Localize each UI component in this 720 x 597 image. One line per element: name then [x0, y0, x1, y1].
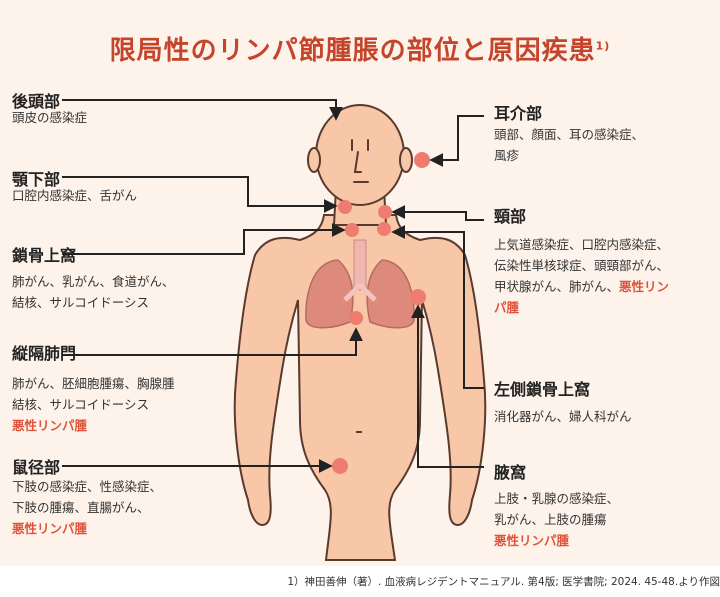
leader-lines: [62, 99, 484, 473]
label-supraclavicular: 鎖骨上窩: [12, 246, 77, 265]
right-lung: [366, 259, 415, 329]
body-illustration: [62, 99, 487, 561]
arrow-left-supraclavicular: [391, 225, 484, 389]
desc-cervical-line-2: 伝染性単核球症、頭頸部がん、: [494, 258, 670, 273]
desc-cervical-line-3: 甲状腺がん、肺がん、悪性リン: [494, 276, 669, 297]
node-axillary: [410, 289, 426, 305]
desc-cervical: 上気道感染症、口腔内感染症、 伝染性単核球症、頭頸部がん、 甲状腺がん、肺がん、…: [494, 234, 669, 318]
desc-supraclavicular-line-2: 結核、サルコイドーシス: [12, 295, 150, 310]
desc-occipital-line-1: 頭皮の感染症: [12, 110, 88, 125]
desc-axillary: 上肢・乳腺の感染症、 乳がん、上肢の腫瘍 悪性リンパ腫: [494, 488, 619, 551]
desc-supraclavicular-line-1: 肺がん、乳がん、食道がん、: [12, 274, 175, 289]
desc-cervical-line-1: 上気道感染症、口腔内感染症、: [494, 237, 670, 252]
left-ear: [307, 147, 321, 173]
desc-left-supraclavicular-line-1: 消化器がん、婦人科がん: [494, 409, 632, 424]
desc-auricular: 頭部、顔面、耳の感染症、 風疹: [494, 124, 644, 166]
arrow-mediastinal: [62, 327, 363, 356]
desc-submandibular-line-1: 口腔内感染症、舌がん: [12, 188, 138, 203]
desc-auricular-line-2: 風疹: [494, 148, 520, 163]
arrow-supraclavicular: [62, 223, 346, 255]
desc-mediastinal: 肺がん、胚細胞腫瘍、胸腺腫 結核、サルコイドーシス 悪性リンパ腫: [12, 373, 175, 436]
desc-auricular-line-1: 頭部、顔面、耳の感染症、: [494, 127, 645, 142]
arrow-submandibular: [62, 176, 338, 213]
left-lung: [305, 259, 354, 329]
head: [315, 104, 405, 206]
label-cervical: 頸部: [494, 207, 527, 226]
title-reference: 1): [595, 39, 611, 53]
page-title: 限局性のリンパ節腫脹の部位と原因疾患1): [0, 30, 720, 67]
face: [351, 139, 369, 183]
node-inguinal: [332, 458, 348, 474]
desc-left-supraclavicular: 消化器がん、婦人科がん: [494, 406, 632, 427]
arrow-auricular: [429, 115, 484, 167]
node-supraclavicular-right: [377, 222, 391, 236]
citation-footer: 1）神田善伸（著）. 血液病レジデントマニュアル. 第4版; 医学書院; 202…: [287, 576, 720, 588]
desc-inguinal-line-1: 下肢の感染症、性感染症、: [12, 479, 163, 494]
node-supraclavicular-left: [345, 223, 359, 237]
label-mediastinal: 縦隔肺門: [12, 344, 77, 363]
label-auricular: 耳介部: [494, 104, 543, 123]
node-submandibular-right: [378, 205, 392, 219]
bronchi: [343, 283, 377, 302]
desc-supraclavicular: 肺がん、乳がん、食道がん、 結核、サルコイドーシス: [12, 271, 175, 313]
trachea: [353, 239, 367, 291]
arrow-occipital: [62, 99, 343, 121]
arrow-axillary: [411, 304, 484, 468]
desc-occipital: 頭皮の感染症: [12, 107, 87, 128]
arrow-cervical: [391, 205, 484, 221]
title-text: 限局性のリンパ節腫脹の部位と原因疾患: [109, 36, 596, 66]
lymph-nodes: [332, 152, 430, 474]
label-axillary: 腋窩: [494, 463, 527, 482]
desc-mediastinal-malignant: 悪性リンパ腫: [12, 418, 88, 433]
desc-cervical-malignant-b: パ腫: [494, 300, 520, 315]
node-auricular: [414, 152, 430, 168]
desc-inguinal-malignant: 悪性リンパ腫: [12, 521, 88, 536]
node-submandibular-left: [338, 200, 352, 214]
right-ear: [399, 147, 413, 173]
label-left-supraclavicular: 左側鎖骨上窩: [494, 380, 591, 399]
desc-mediastinal-line-2: 結核、サルコイドーシス: [12, 397, 150, 412]
desc-submandibular: 口腔内感染症、舌がん: [12, 185, 137, 206]
desc-axillary-line-2: 乳がん、上肢の腫瘍: [494, 512, 607, 527]
label-submandibular: 顎下部: [12, 170, 61, 189]
desc-cervical-line-3-text: 甲状腺がん、肺がん、: [494, 279, 620, 294]
label-inguinal: 鼠径部: [12, 458, 61, 477]
node-mediastinal: [349, 311, 363, 325]
desc-mediastinal-line-1: 肺がん、胚細胞腫瘍、胸腺腫: [12, 376, 175, 391]
desc-axillary-line-1: 上肢・乳腺の感染症、: [494, 491, 620, 506]
desc-axillary-malignant: 悪性リンパ腫: [494, 533, 570, 548]
desc-inguinal-line-2: 下肢の腫瘍、直腸がん、: [12, 500, 150, 515]
desc-cervical-malignant-a: 悪性リン: [619, 279, 670, 294]
label-occipital: 後頭部: [12, 92, 61, 111]
desc-inguinal: 下肢の感染症、性感染症、 下肢の腫瘍、直腸がん、 悪性リンパ腫: [12, 476, 162, 539]
